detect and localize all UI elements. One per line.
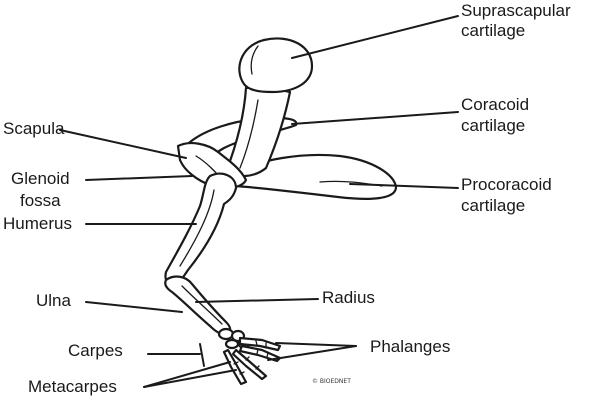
label-phalanges: Phalanges — [370, 337, 451, 356]
procoracoid-cartilage-shape — [230, 153, 398, 200]
label-metacarpes: Metacarpes — [28, 377, 117, 396]
label-suprascapular-line1: Suprascapular — [461, 1, 571, 20]
leader-lines — [59, 15, 459, 388]
label-scapula: Scapula — [3, 119, 65, 138]
ulna-radius-shape — [164, 275, 232, 336]
label-coracoid-line1: Coracoid — [461, 95, 530, 114]
label-ulna: Ulna — [36, 291, 71, 310]
label-glenoid-line2: fossa — [20, 191, 61, 210]
finger-bones — [222, 336, 282, 386]
label-coracoid-line2: cartilage — [461, 116, 526, 135]
scapula-detail — [239, 99, 259, 169]
radius-detail — [181, 285, 223, 325]
label-procoracoid-line1: Procoracoid — [461, 175, 552, 194]
credit-text: © BIOEDNET — [312, 378, 351, 385]
label-procoracoid-line2: cartilage — [461, 196, 526, 215]
label-humerus: Humerus — [3, 214, 72, 233]
label-carpes: Carpes — [68, 341, 123, 360]
label-glenoid-line1: Glenoid — [11, 169, 70, 188]
label-radius: Radius — [322, 288, 375, 307]
humerus-detail — [179, 189, 215, 267]
label-suprascapular-line2: cartilage — [461, 21, 526, 40]
suprascapular-cartilage-shape — [238, 37, 314, 94]
suprascapular-detail — [250, 45, 259, 75]
